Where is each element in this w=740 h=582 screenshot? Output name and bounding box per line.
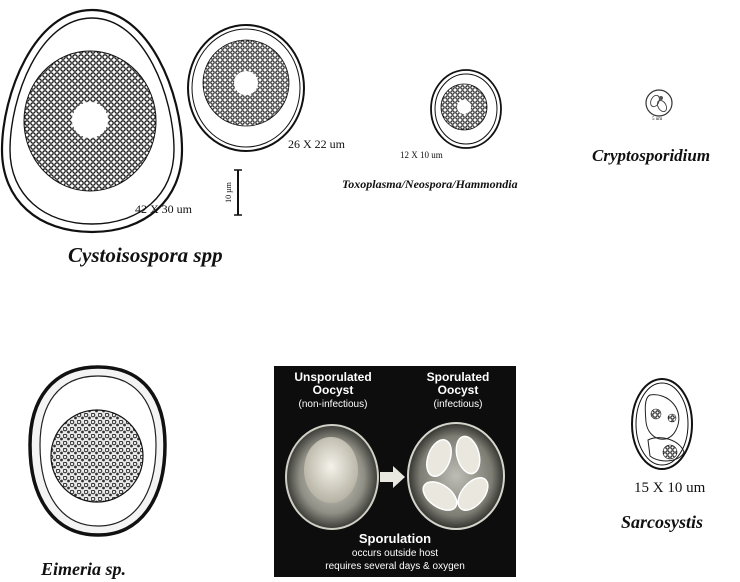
sarcocystis-size-label: 15 X 10 um (634, 480, 705, 497)
sarcocystis-name-label: Sarcosystis (621, 512, 703, 533)
cystoisospora-name-label: Cystoisospora spp (68, 243, 223, 268)
toxoplasma-name-label: Toxoplasma/Neospora/Hammondia (342, 177, 518, 192)
toxoplasma-size-label: 12 X 10 um (400, 150, 443, 160)
sporulation-caption-line-1: occurs outside host (274, 547, 516, 560)
cryptosporidium-name-label: Cryptosporidium (592, 146, 710, 166)
scale-bar-label: 10 µm (224, 182, 233, 203)
cystoisospora-small-size-label: 26 X 22 um (288, 137, 345, 152)
sporulated-title: Sporulated Oocyst (402, 371, 514, 397)
cystoisospora-large-size-label: 42 X 30 um (135, 202, 192, 217)
sporulation-caption-title: Sporulation (274, 532, 516, 545)
unsporulated-subtitle: (non-infectious) (274, 398, 392, 411)
cryptosporidium-scale-label: 5 um (652, 117, 662, 122)
sporulated-title-line-2: Oocyst (402, 384, 514, 397)
unsporulated-title-line-2: Oocyst (274, 384, 392, 397)
eimeria-name-label: Eimeria sp. (41, 559, 126, 580)
unsporulated-title: Unsporulated Oocyst (274, 371, 392, 397)
sporulated-subtitle: (infectious) (402, 398, 514, 411)
sporulation-caption-line-2: requires several days & oxygen (274, 560, 516, 573)
sporulation-panel: Unsporulated Oocyst (non-infectious) Spo… (274, 366, 516, 577)
